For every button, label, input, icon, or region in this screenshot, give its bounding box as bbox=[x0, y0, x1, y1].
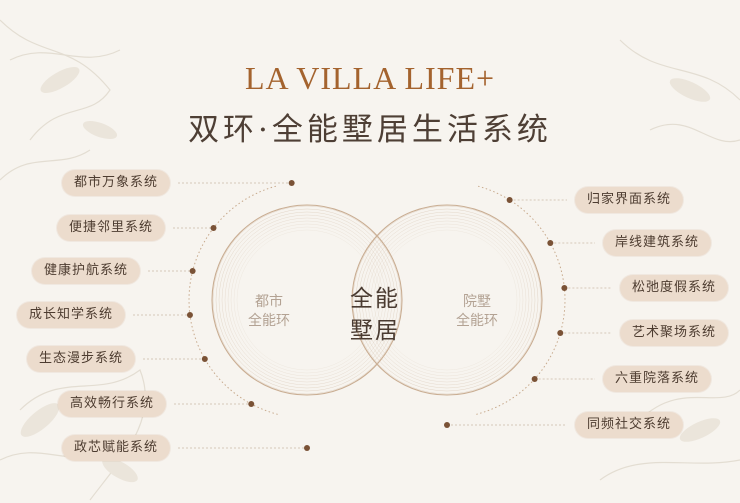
right-node-dot bbox=[561, 285, 568, 291]
left-system-label: 生态漫步系统 bbox=[26, 346, 135, 372]
right-ring-line bbox=[358, 211, 536, 389]
left-ring-line bbox=[236, 229, 378, 371]
left-ring-line bbox=[230, 223, 384, 377]
right-node-dot bbox=[444, 422, 450, 428]
left-node-dot bbox=[186, 312, 193, 318]
right-ring-line bbox=[352, 205, 542, 395]
title-chinese: 双环·全能墅居生活系统 bbox=[188, 112, 552, 148]
right-system-label: 岸线建筑系统 bbox=[603, 230, 712, 256]
right-ring-line bbox=[376, 229, 518, 371]
title-english: LA VILLA LIFE+ bbox=[244, 60, 496, 96]
right-system-label: 松弛度假系统 bbox=[620, 275, 729, 301]
left-ring-label: 都市 全能环 bbox=[248, 294, 290, 329]
right-ring-edge bbox=[351, 204, 543, 396]
left-ring-edge bbox=[211, 204, 403, 396]
right-node-dot bbox=[557, 330, 564, 336]
right-node-dot bbox=[506, 197, 513, 203]
right-system-label: 六重院落系统 bbox=[603, 366, 712, 392]
center-label: 全能 墅居 bbox=[350, 286, 400, 344]
left-system-label: 政芯赋能系统 bbox=[61, 435, 170, 461]
right-ring-label: 院墅 全能环 bbox=[456, 294, 498, 329]
left-system-label: 成长知学系统 bbox=[16, 302, 125, 328]
right-ring-line bbox=[361, 214, 533, 386]
left-outer-arc bbox=[188, 185, 278, 415]
right-system-label: 归家界面系统 bbox=[575, 187, 684, 213]
left-system-label: 高效畅行系统 bbox=[57, 391, 166, 417]
left-node-dot bbox=[304, 445, 310, 451]
left-system-label: 都市万象系统 bbox=[61, 170, 170, 196]
right-node-dot bbox=[531, 376, 538, 382]
right-ring-line bbox=[364, 217, 530, 383]
left-ring-line bbox=[221, 214, 393, 386]
right-node-dot bbox=[547, 240, 554, 246]
left-system-label: 健康护航系统 bbox=[31, 258, 140, 284]
right-ring-line bbox=[373, 226, 521, 374]
left-node-dot bbox=[189, 268, 196, 274]
left-node-dot bbox=[210, 225, 217, 231]
right-ring-line bbox=[367, 220, 527, 380]
right-ring-line bbox=[355, 208, 539, 392]
right-ring-line bbox=[370, 223, 524, 377]
left-ring-line bbox=[233, 226, 381, 374]
left-ring-line bbox=[212, 205, 402, 395]
left-node-dot bbox=[248, 401, 255, 407]
left-system-label: 便捷邻里系统 bbox=[56, 215, 165, 241]
left-ring-line bbox=[224, 217, 390, 383]
right-system-label: 艺术聚场系统 bbox=[620, 320, 729, 346]
left-ring-line bbox=[215, 208, 399, 392]
left-node-dot bbox=[288, 180, 295, 186]
left-ring-line bbox=[227, 220, 387, 380]
right-system-label: 同频社交系统 bbox=[575, 412, 684, 438]
left-node-dot bbox=[201, 356, 208, 362]
right-outer-arc bbox=[476, 185, 566, 415]
left-ring-line bbox=[218, 211, 396, 389]
